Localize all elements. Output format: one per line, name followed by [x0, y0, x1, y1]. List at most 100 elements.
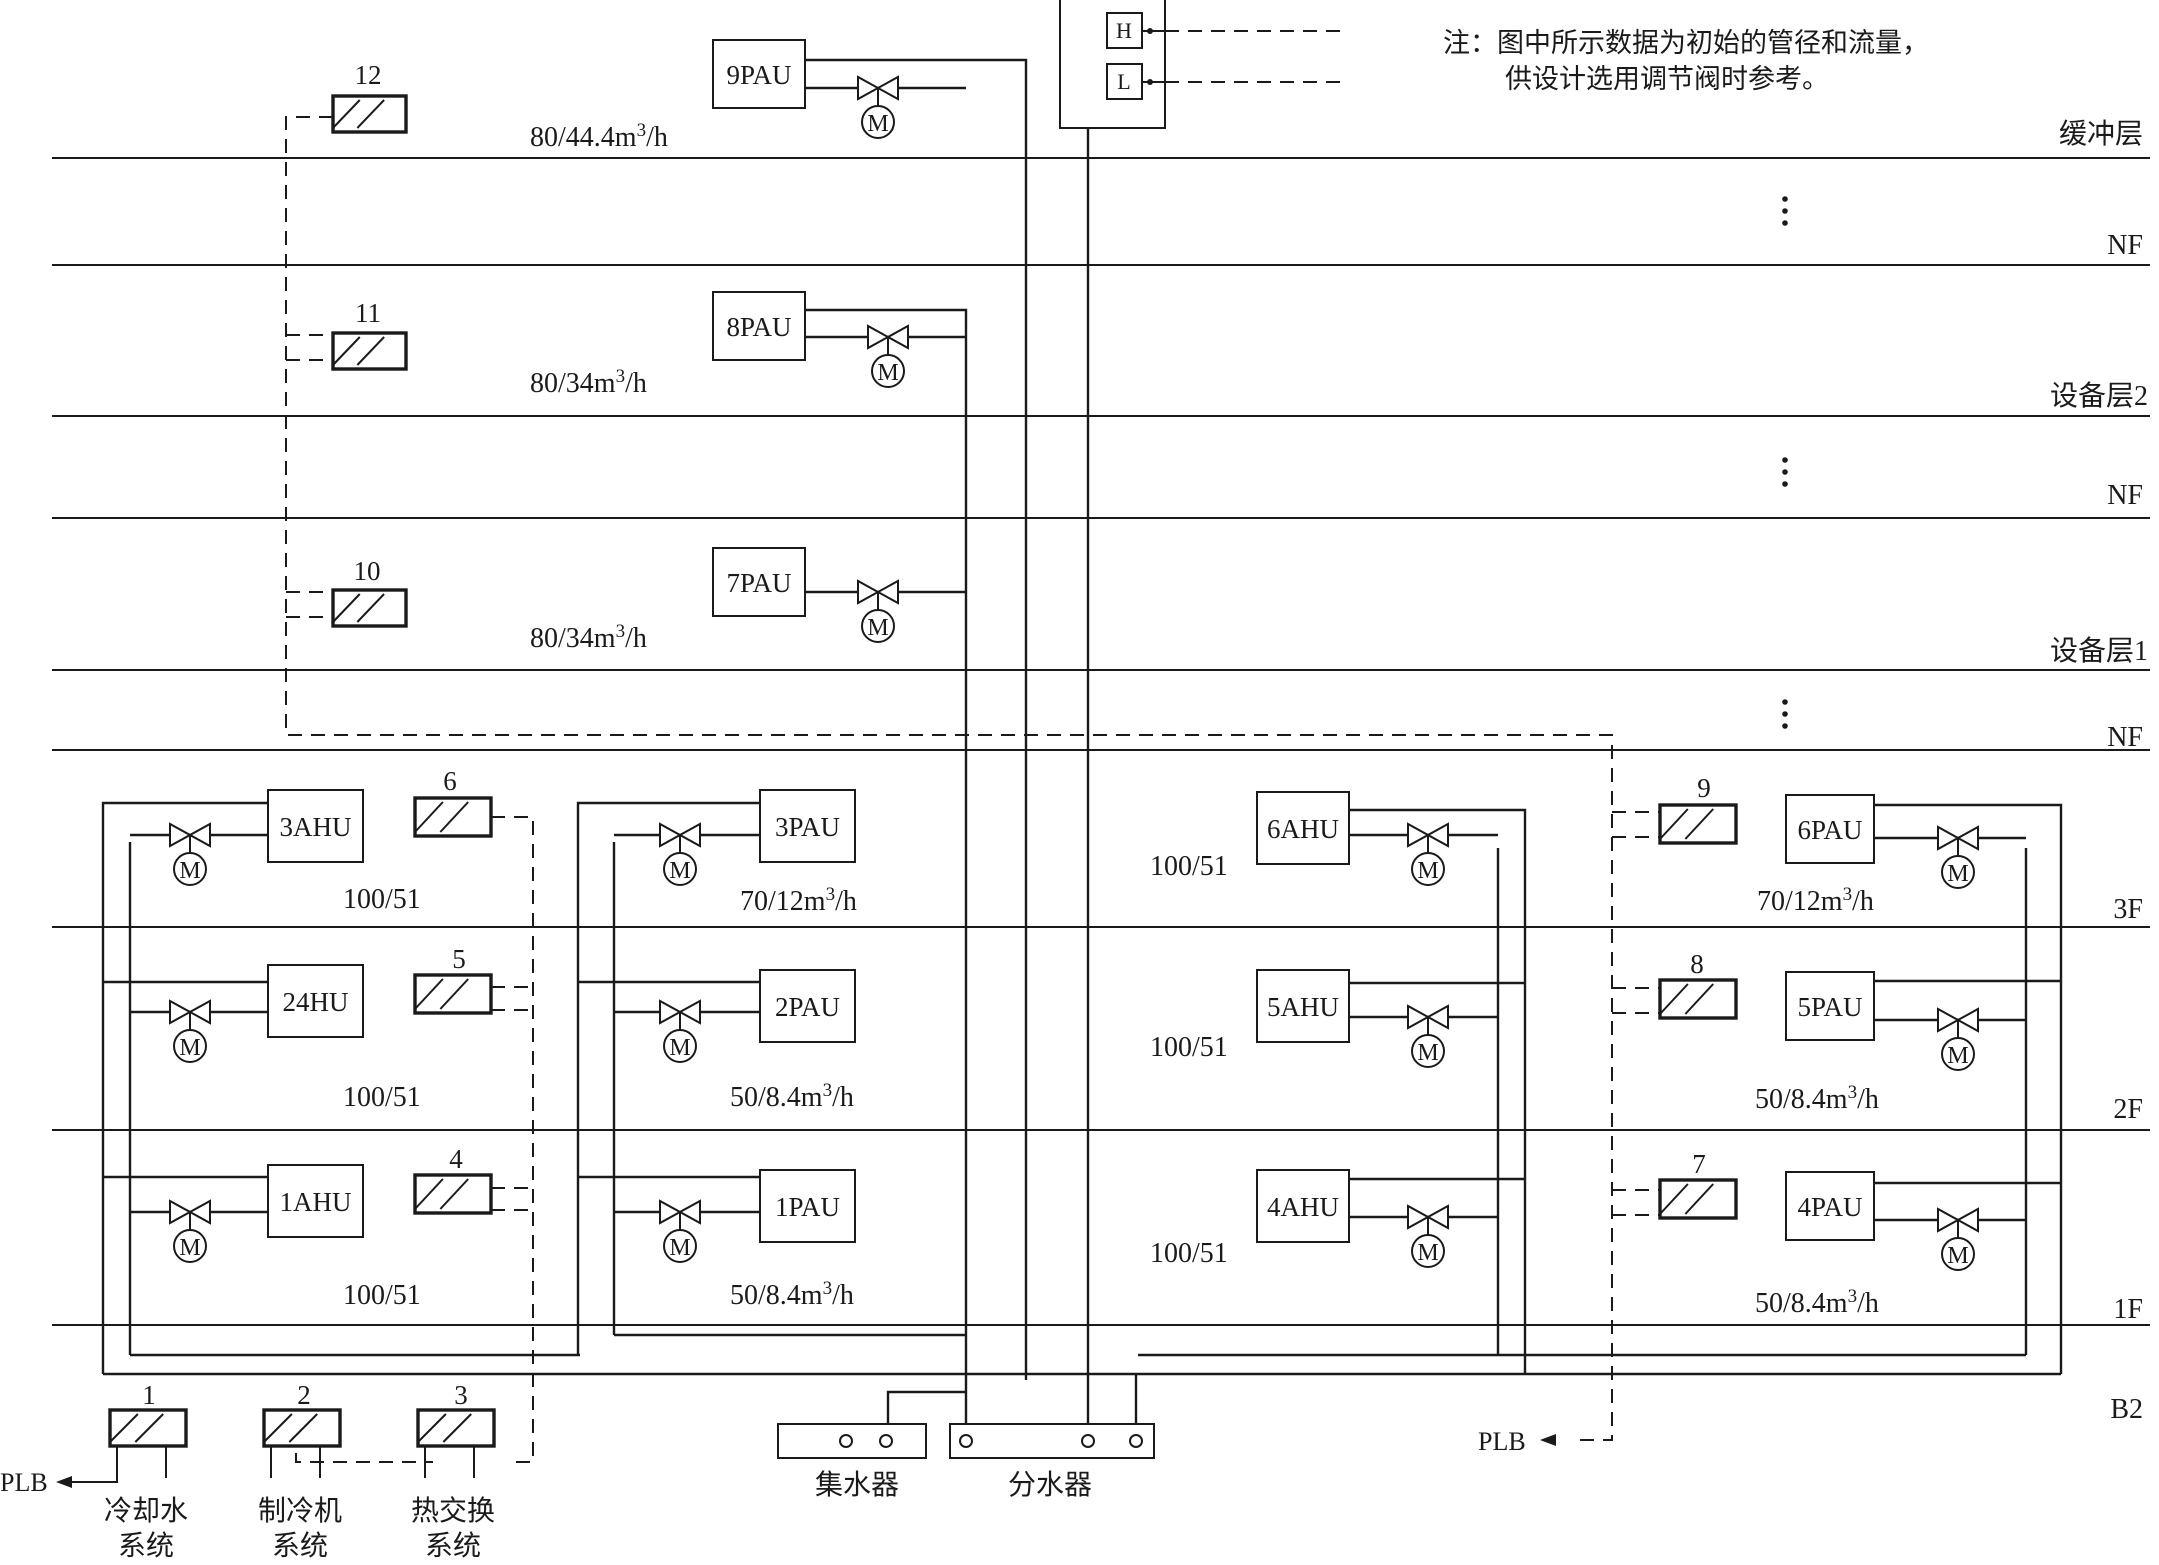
return-header-connection: [886, 1390, 966, 1427]
chiller-system-line1: 制冷机: [258, 1495, 342, 1527]
flow-label-6ahu: 100/51: [1150, 851, 1228, 882]
unit-label: 3PAU: [775, 812, 840, 842]
unit-box: [712, 291, 806, 361]
unit-8pau: 8PAU: [712, 291, 806, 361]
motor-actuator-icon: [173, 1229, 207, 1263]
flow-label-8pau: 80/34m3/h: [530, 366, 647, 399]
unit-label: 5AHU: [1267, 992, 1339, 1022]
supply-water-header: [949, 1423, 1155, 1459]
floor-lines: [52, 157, 2150, 1326]
floor-label-nf-low: NF: [2107, 722, 2143, 753]
floor-label-2f: 2F: [2113, 1094, 2143, 1125]
unit-box: [759, 1169, 856, 1243]
cooling-system-line1: 冷却水: [104, 1495, 188, 1527]
loop-b-supply: [576, 801, 760, 1355]
motor-actuator-icon: [663, 1029, 697, 1063]
unit-label: 1PAU: [775, 1192, 840, 1222]
heat-exchange-system-line1: 热交换: [411, 1495, 495, 1527]
motor-actuator-icon: [861, 105, 895, 139]
motor-actuator-icon: [1941, 855, 1975, 889]
valve-1pau: M: [614, 1199, 760, 1263]
floor-label-equip1: 设备层1: [2050, 635, 2148, 667]
motor-label: M: [877, 360, 898, 386]
flow-label-9pau: 80/44.4m3/h: [530, 120, 668, 153]
unit-9pau: 9PAU: [712, 39, 806, 109]
unit-box: [267, 1164, 364, 1238]
water-headers: 集水器 分水器: [777, 1423, 1155, 1501]
panel-number: 1: [142, 1380, 156, 1410]
unit-5ahu: 5AHU: [1256, 969, 1350, 1043]
motor-label: M: [1417, 1040, 1438, 1066]
equipment-panel-4: 4: [413, 1144, 493, 1215]
low-switch-label: L: [1117, 69, 1130, 94]
valve-2pau: M: [614, 999, 760, 1063]
return-header-label: 集水器: [815, 1469, 899, 1501]
loop-group-d: [1498, 803, 2063, 1376]
panel-number: 2: [297, 1380, 311, 1410]
plb-left-arrow: [56, 1476, 72, 1488]
flow-label-3pau: 70/12m3/h: [740, 884, 857, 917]
pressure-control-box: H L: [1059, 0, 1345, 129]
valve-9pau: M: [805, 75, 966, 139]
flow-label-5pau: 50/8.4m3/h: [1755, 1082, 1879, 1115]
motor-label: M: [1947, 1243, 1968, 1269]
chiller-system-line2: 系统: [272, 1530, 328, 1560]
unit-label: 6PAU: [1797, 815, 1862, 845]
flow-label-1ahu: 100/51: [343, 1280, 421, 1311]
unit-label: 9PAU: [726, 60, 791, 90]
unit-box: [1256, 969, 1350, 1043]
floor-label-1f: 1F: [2113, 1294, 2143, 1325]
motor-label: M: [1947, 861, 1968, 887]
control-dashed-lines: [285, 116, 1660, 1463]
valve-4ahu: M: [1349, 1204, 1498, 1268]
valve-6ahu: M: [1349, 822, 1498, 886]
flow-label-1pau: 50/8.4m3/h: [730, 1278, 854, 1311]
equipment-panel-8: 8: [1658, 949, 1738, 1020]
unit-box: [267, 964, 364, 1038]
floor-labels: 缓冲层 NF 设备层2 NF 设备层1 NF 3F 2F 1F B2: [2050, 118, 2148, 1425]
plb-left-label: PLB: [0, 1468, 48, 1497]
unit-1ahu: 1AHU: [267, 1164, 364, 1238]
plant-connections: [116, 1445, 475, 1478]
ellipsis-nf-low: [1782, 699, 1788, 729]
unit-label: 8PAU: [726, 312, 791, 342]
loop-c-supply: [1349, 808, 1527, 1374]
valve-8pau: M: [805, 324, 966, 388]
unit-label: 2PAU: [775, 992, 840, 1022]
unit-label: 4PAU: [1797, 1192, 1862, 1222]
motor-actuator-icon: [871, 354, 905, 388]
flow-label-7pau: 80/34m3/h: [530, 621, 647, 654]
unit-2ahu: 24HU: [267, 964, 364, 1038]
valve-1ahu: M: [130, 1199, 268, 1263]
valve-6pau: M: [1874, 825, 2026, 889]
flow-label-6pau: 70/12m3/h: [1757, 884, 1874, 917]
motor-actuator-icon: [1411, 1034, 1445, 1068]
floor-label-b2: B2: [2110, 1394, 2143, 1425]
unit-label: 7PAU: [726, 568, 791, 598]
unit-4ahu: 4AHU: [1256, 1169, 1350, 1243]
unit-box: [1785, 971, 1875, 1041]
unit-box: [1785, 794, 1875, 864]
motor-actuator-icon: [861, 609, 895, 643]
flows-layer: 80/44.4m3/h 80/34m3/h 80/34m3/h 100/51 100/5…: [343, 120, 1879, 1319]
loop-a-supply: [101, 801, 268, 1374]
valve-5ahu: M: [1349, 1004, 1498, 1068]
motor-label: M: [669, 1035, 690, 1061]
unit-3ahu: 3AHU: [267, 789, 364, 863]
motor-label: M: [867, 111, 888, 137]
motor-actuator-icon: [173, 852, 207, 886]
floor-label-equip2: 设备层2: [2050, 380, 2148, 412]
unit-box: [1256, 1169, 1350, 1243]
valve-5pau: M: [1874, 1007, 2026, 1071]
design-note: 注：图中所示数据为初始的管径和流量， 供设计选用调节阀时参考。: [1443, 28, 1929, 94]
loop-d-supply: [1874, 803, 2063, 1374]
motor-actuator-icon: [663, 1229, 697, 1263]
flow-label-4ahu: 100/51: [1150, 1238, 1228, 1269]
panel-number: 10: [354, 556, 381, 586]
unit-box: [1785, 1171, 1875, 1241]
equipment-panel-5: 5: [413, 944, 493, 1015]
panel-number: 6: [443, 766, 457, 796]
equipment-panel-9: 9: [1658, 773, 1738, 845]
equipment-panel-6: 6: [413, 766, 493, 838]
